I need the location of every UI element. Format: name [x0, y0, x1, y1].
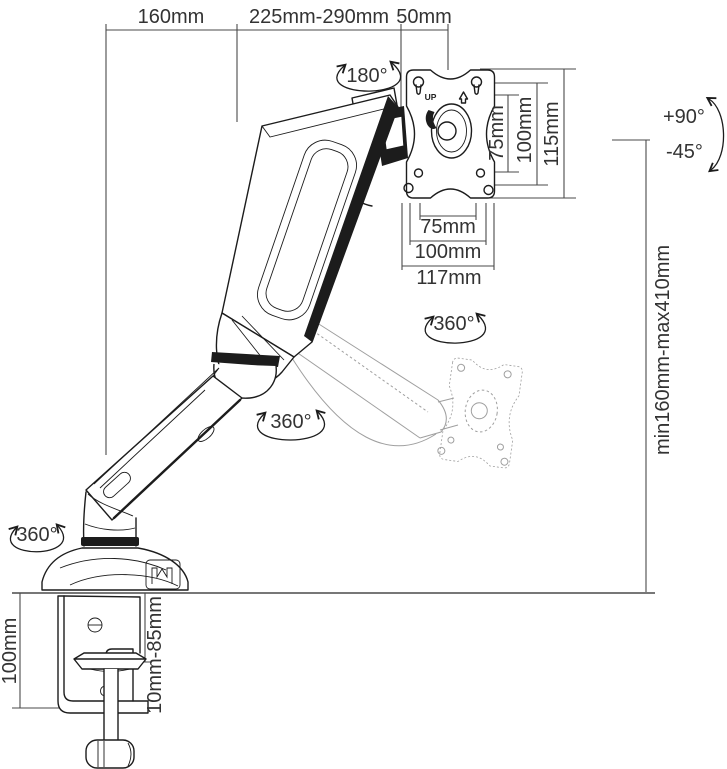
label-tilt-down: -45° — [666, 141, 703, 163]
label-225-290mm: 225mm-290mm — [249, 6, 389, 28]
dim-75mm-horizontal — [419, 203, 477, 220]
rotation-arc-180 — [336, 60, 402, 92]
label-115mm: 115mm — [541, 101, 563, 166]
tilt-arrow — [705, 97, 725, 173]
ghost-arm-beam — [281, 311, 447, 439]
clamp-bracket — [57, 595, 149, 714]
label-rotation-vesa-360: 360° — [433, 313, 474, 335]
base-riser — [41, 491, 189, 591]
ghost-arm-inner-line — [304, 324, 429, 413]
up-marking: UP — [425, 92, 437, 102]
rotation-elbow-360: 360° — [256, 409, 326, 441]
label-rotation-180: 180° — [346, 65, 387, 87]
label-rotation-base-360: 360° — [16, 524, 57, 546]
clamp-foot-pad — [73, 652, 147, 670]
dim-117mm — [401, 203, 495, 270]
label-50mm: 50mm — [396, 6, 452, 28]
rotation-vesa-360: 360° — [424, 312, 487, 344]
vesa-keyhole-left — [412, 76, 425, 95]
dim-115mm — [480, 68, 576, 199]
label-clamp-range: 10mm-85mm — [144, 596, 166, 714]
label-160mm: 160mm — [138, 6, 205, 28]
label-117mm: 117mm — [416, 267, 481, 289]
rotation-arc-vesa-360 — [424, 312, 487, 344]
label-rotation-elbow-360: 360° — [270, 411, 311, 433]
monitor-arm — [41, 87, 408, 591]
rotation-base-360: 360° — [8, 523, 66, 553]
clamp-knob — [85, 739, 135, 769]
ghost-arm-rotated-position — [281, 311, 524, 470]
dim-clamp-height-line — [12, 593, 60, 709]
desk-clamp — [57, 595, 149, 769]
label-tilt-up: +90° — [663, 106, 705, 128]
label-clamp-height: 100mm — [0, 618, 21, 685]
label-75mm-horizontal: 75mm — [420, 216, 476, 238]
rotation-arc-base-360 — [8, 523, 66, 553]
vesa-keyhole-right — [470, 76, 483, 95]
vesa-plate: UP — [403, 69, 496, 199]
cable-clip — [145, 559, 181, 590]
label-100mm-horizontal: 100mm — [415, 241, 482, 263]
rotation-head-180: 180° — [336, 60, 402, 92]
base-flare — [41, 547, 189, 591]
clamp-screw — [85, 668, 135, 769]
cable-clip-slots — [151, 567, 173, 584]
label-height-range: min160mm-max410mm — [652, 245, 674, 455]
label-75mm-vertical: 75mm — [486, 105, 508, 161]
up-arrow-icon — [458, 91, 469, 104]
rotation-arc-elbow-360 — [256, 409, 326, 441]
annotation-labels: 160mm 225mm-290mm 50mm 75mm 100mm 115mm … — [0, 6, 725, 714]
ghost-vesa-plate — [437, 356, 524, 470]
dim-height-range-line — [612, 139, 650, 592]
dim-100mm-vertical — [486, 82, 548, 186]
ghost-arm-strut — [291, 357, 459, 447]
hub-lock-detail — [425, 110, 437, 129]
lower-arm — [85, 367, 243, 521]
dim-100mm-horizontal — [409, 203, 487, 245]
label-100mm-vertical: 100mm — [514, 97, 536, 164]
upper-arm — [221, 94, 399, 358]
